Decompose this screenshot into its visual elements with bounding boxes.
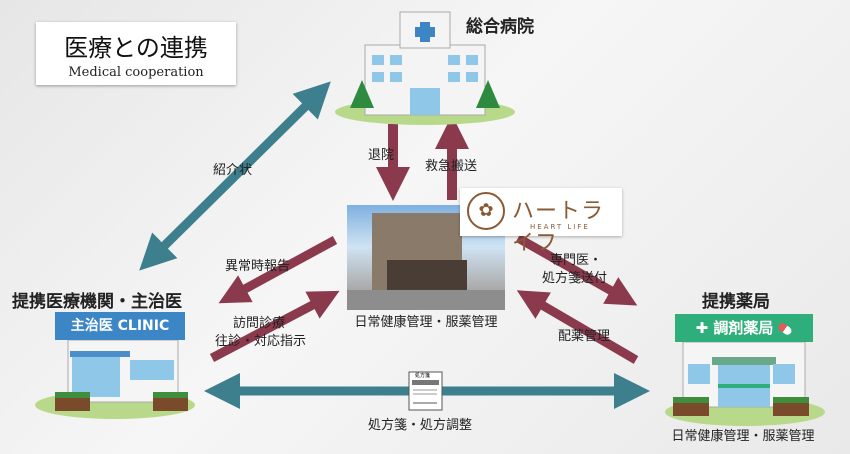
visit-label-1: 訪問診療: [233, 316, 286, 331]
logo-emblem-icon: ✿: [467, 192, 505, 230]
plus-icon: ✚: [695, 319, 714, 337]
specialist-label-1: 専門医・: [550, 253, 603, 268]
pharmacy-sign-text: 調剤薬局: [713, 319, 774, 337]
title-jp: 医療との連携: [64, 34, 208, 62]
logo-en: HEART LIFE: [530, 223, 590, 231]
title-box: 医療との連携 Medical cooperation: [36, 22, 236, 85]
title-en: Medical cooperation: [68, 65, 204, 80]
hospital-building: [335, 11, 515, 125]
specialist-arrow: [515, 234, 638, 306]
clinic-label: 提携医療機関・主治医: [12, 292, 182, 312]
prescription-icon: [408, 371, 443, 411]
heart-life-logo: ✿ ハートライフ HEART LIFE: [460, 188, 622, 256]
medication-label: 配薬管理: [558, 329, 611, 344]
emergency-label: 救急搬送: [425, 159, 478, 174]
referral-label: 紹介状: [213, 163, 253, 178]
clinic-building: [35, 312, 195, 419]
pharmacy-building: [665, 314, 825, 426]
pharmacy-sign: ✚ 調剤薬局: [675, 317, 813, 339]
prescription-icon-text: 処方箋: [415, 373, 431, 379]
clinic-sign: 主治医 CLINIC: [70, 318, 170, 334]
hospital-label: 総合病院: [466, 17, 534, 37]
discharge-label: 退院: [368, 148, 395, 163]
pill-icon: [777, 321, 794, 337]
pharmacy-label: 提携薬局: [702, 292, 770, 312]
visit-arrow: [209, 290, 340, 362]
specialist-label-2: 処方箋送付: [542, 271, 608, 286]
facility-caption: 日常健康管理・服薬管理: [354, 315, 498, 330]
abnormal-report-arrow: [218, 236, 338, 304]
prescription-label: 処方箋・処方調整: [368, 418, 473, 433]
referral-arrow: [139, 81, 331, 271]
abnormal-report-label: 異常時報告: [225, 259, 291, 274]
logo-jp: ハートライフ: [512, 199, 605, 256]
pharmacy-caption: 日常健康管理・服薬管理: [671, 429, 815, 444]
visit-label-2: 往診・対応指示: [215, 334, 307, 349]
medication-arrow: [516, 290, 639, 364]
